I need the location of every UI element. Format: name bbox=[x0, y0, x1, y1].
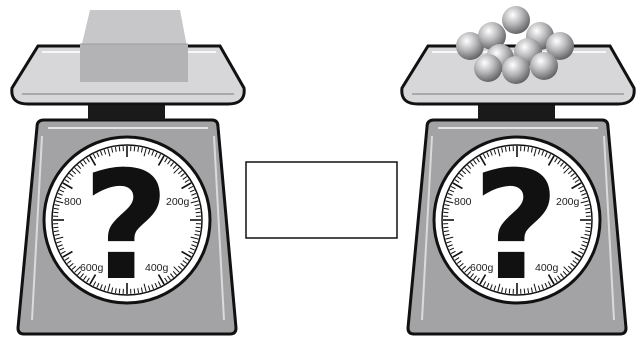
dial-tick bbox=[196, 227, 201, 228]
dial-tick bbox=[586, 227, 591, 228]
left-question-mark: ? bbox=[82, 140, 169, 314]
ball bbox=[502, 56, 530, 84]
dial-tick bbox=[196, 212, 201, 213]
dial-tick bbox=[443, 227, 448, 228]
right-dial-label-800: 800 bbox=[454, 196, 472, 208]
left-scale-neck bbox=[88, 104, 165, 120]
block-weight bbox=[80, 10, 188, 82]
right-scale-neck bbox=[478, 104, 555, 120]
ball bbox=[502, 6, 530, 34]
right-scale: 1000 800 200g 600g 400g ? bbox=[402, 6, 634, 334]
dial-tick bbox=[443, 212, 448, 213]
left-dial-label-800: 800 bbox=[64, 196, 82, 208]
ball bbox=[530, 52, 558, 80]
answer-box bbox=[246, 162, 397, 238]
dial-tick bbox=[53, 227, 58, 228]
right-question-mark: ? bbox=[472, 140, 559, 314]
left-dial-label-200: 200g bbox=[166, 196, 190, 208]
dial-tick bbox=[586, 212, 591, 213]
left-scale: 1000 800 200g 600g 400g ? bbox=[12, 10, 244, 334]
dial-tick bbox=[53, 212, 58, 213]
right-dial-label-200: 200g bbox=[556, 196, 580, 208]
ball bbox=[474, 54, 502, 82]
